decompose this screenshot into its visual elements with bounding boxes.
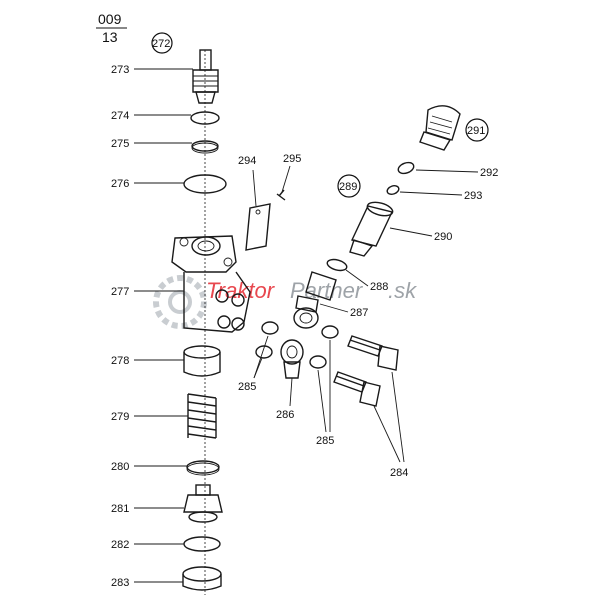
label-275: 275: [111, 138, 129, 150]
label-281: 281: [111, 503, 129, 515]
part-276-o-ring: [183, 174, 227, 194]
label-284: 284: [390, 467, 408, 479]
part-280-washer: [186, 460, 220, 476]
label-279: 279: [111, 411, 129, 423]
label-282: 282: [111, 539, 129, 551]
callout-label: 289: [339, 181, 357, 193]
label-283: 283: [111, 577, 129, 589]
label-294: 294: [238, 155, 256, 167]
part-labels: 273 274 275 276 277 278 279 280 281 282 …: [111, 64, 498, 589]
label-286: 286: [276, 409, 294, 421]
part-293-washer: [386, 185, 400, 195]
part-295-pin: [276, 189, 286, 201]
label-287: 287: [350, 307, 368, 319]
part-285-washer: [261, 321, 279, 335]
part-275-washer: [191, 140, 219, 154]
callout-272: 272: [151, 32, 173, 54]
label-292: 292: [480, 167, 498, 179]
part-285-washer: [255, 345, 273, 359]
part-284-bolt: [347, 335, 399, 371]
page-number: 009: [98, 11, 122, 27]
leader-lines: [134, 68, 479, 583]
label-274: 274: [111, 110, 129, 122]
part-288-washer: [326, 258, 348, 272]
part-287-banjo: [293, 271, 337, 329]
label-278: 278: [111, 355, 129, 367]
part-273-stem: [192, 49, 219, 104]
part-294-plate: [245, 203, 271, 251]
part-285-washer: [321, 325, 339, 339]
callout-291: 291: [465, 118, 489, 142]
page-subnumber: 13: [102, 29, 118, 45]
callout-label: 291: [467, 125, 485, 137]
callout-label: 272: [152, 38, 170, 50]
label-293: 293: [464, 190, 482, 202]
label-290: 290: [434, 231, 452, 243]
part-285-washer: [309, 355, 327, 369]
part-281-valve-seat: [183, 484, 223, 523]
part-279-spring: [187, 393, 217, 439]
label-285-right: 285: [316, 435, 334, 447]
part-282-o-ring: [183, 536, 221, 552]
watermark-suffix: .sk: [388, 278, 417, 303]
label-277: 277: [111, 286, 129, 298]
watermark: Traktor Partner .sk: [153, 275, 417, 329]
callout-289: 289: [337, 174, 361, 198]
label-280: 280: [111, 461, 129, 473]
label-295: 295: [283, 153, 301, 165]
watermark-part1: Traktor: [206, 278, 276, 303]
label-273: 273: [111, 64, 129, 76]
label-285-left: 285: [238, 381, 256, 393]
part-292-o-ring: [397, 161, 415, 175]
part-277-valve-housing: [171, 235, 251, 333]
part-290-fitting: [349, 201, 394, 257]
label-288: 288: [370, 281, 388, 293]
part-283-plug: [182, 566, 222, 591]
part-284-bolt: [333, 371, 381, 407]
part-274-o-ring: [190, 111, 220, 125]
label-276: 276: [111, 178, 129, 190]
part-286-banjo: [280, 339, 304, 379]
part-278-piston: [183, 345, 221, 377]
part-291-cap: [419, 105, 461, 151]
